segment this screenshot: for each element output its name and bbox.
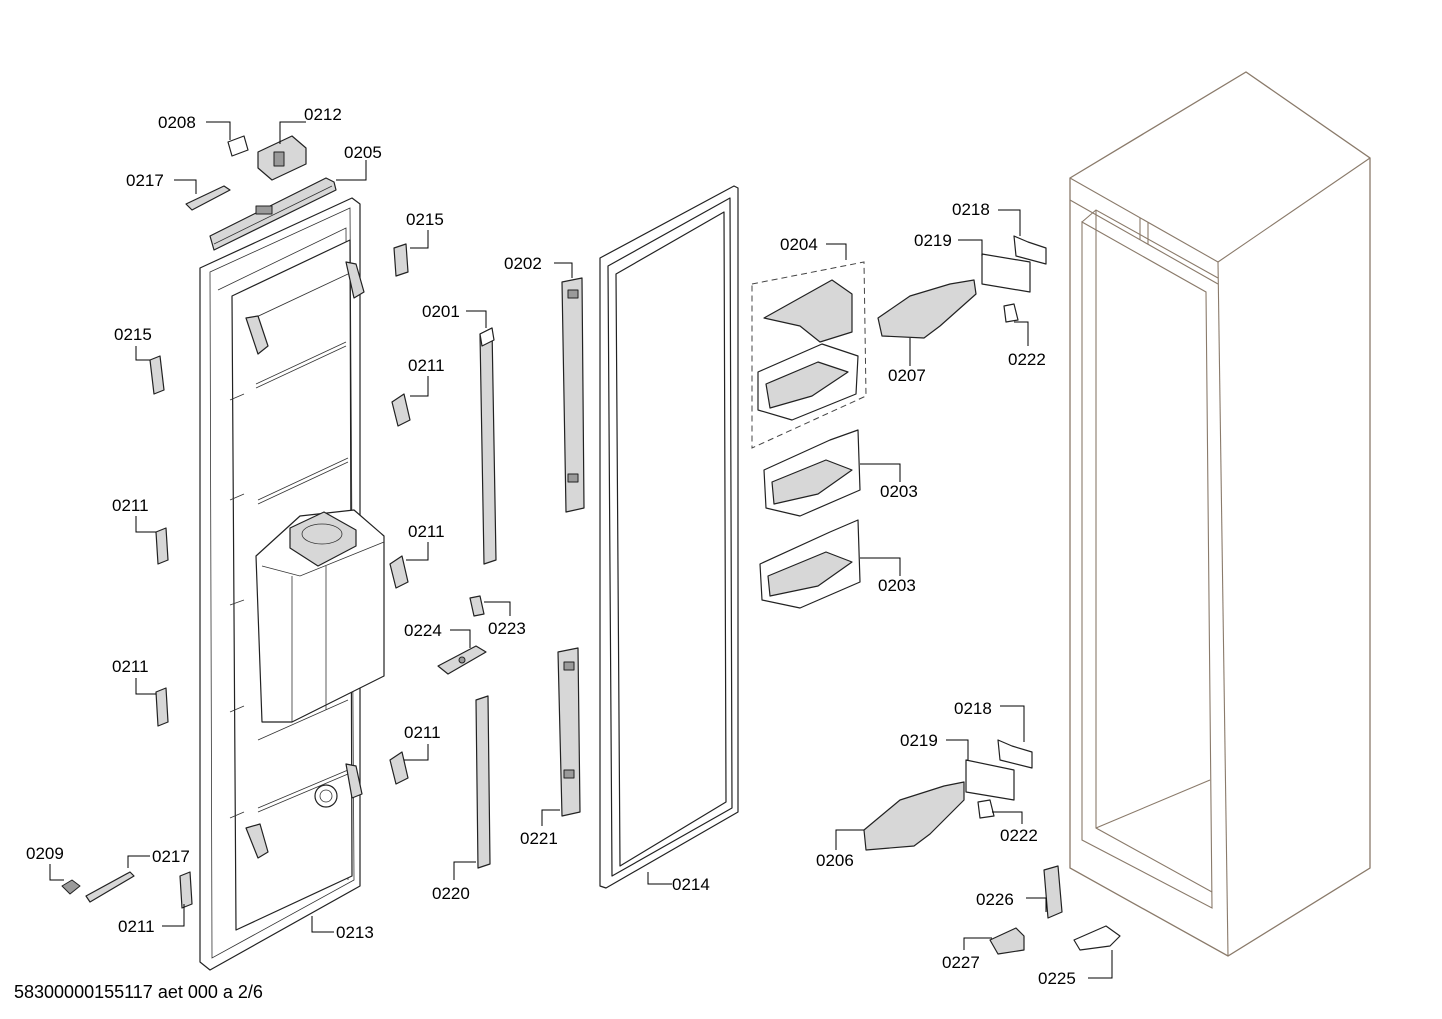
label-0211: 0211 <box>408 356 445 375</box>
hinges <box>863 235 1121 955</box>
label-0213: 0213 <box>336 923 374 942</box>
door-panel <box>199 177 385 971</box>
label-0205: 0205 <box>344 143 382 162</box>
label-0219: 0219 <box>900 731 938 750</box>
label-0208: 0208 <box>158 113 196 132</box>
label-0211: 0211 <box>112 657 149 676</box>
label-0217: 0217 <box>152 847 190 866</box>
fridge-cabinet <box>1069 71 1371 957</box>
label-0215: 0215 <box>406 210 444 229</box>
label-0203: 0203 <box>878 576 916 595</box>
part-labels: 0208 0212 0205 0217 0215 0215 0202 0201 … <box>26 105 1076 988</box>
label-0226: 0226 <box>976 890 1014 909</box>
door-gasket <box>599 185 739 889</box>
label-0202: 0202 <box>504 254 542 273</box>
label-0227: 0227 <box>942 953 980 972</box>
label-0217: 0217 <box>126 171 164 190</box>
label-0221: 0221 <box>520 829 558 848</box>
label-0214: 0214 <box>672 875 710 894</box>
door-strips <box>475 277 585 869</box>
small-parts-left <box>61 135 487 909</box>
label-0224: 0224 <box>404 621 442 640</box>
label-0211: 0211 <box>112 496 149 515</box>
label-0218: 0218 <box>954 699 992 718</box>
label-0223: 0223 <box>488 619 526 638</box>
label-0215: 0215 <box>114 325 152 344</box>
label-0204: 0204 <box>780 235 818 254</box>
label-0225: 0225 <box>1038 969 1076 988</box>
label-0220: 0220 <box>432 884 470 903</box>
label-0211: 0211 <box>404 723 441 742</box>
label-0211: 0211 <box>118 917 155 936</box>
leader-lines <box>49 121 1113 979</box>
label-0203: 0203 <box>880 482 918 501</box>
label-0219: 0219 <box>914 231 952 250</box>
door-bins <box>751 261 867 609</box>
label-0218: 0218 <box>952 200 990 219</box>
label-0207: 0207 <box>888 366 926 385</box>
footer-document-code: 58300000155117 aet 000 a 2/6 <box>14 982 263 1002</box>
label-0222: 0222 <box>1000 826 1038 845</box>
label-0212: 0212 <box>304 105 342 124</box>
label-0222: 0222 <box>1008 350 1046 369</box>
label-0206: 0206 <box>816 851 854 870</box>
label-0209: 0209 <box>26 844 64 863</box>
label-0201: 0201 <box>422 302 460 321</box>
label-0211: 0211 <box>408 522 445 541</box>
